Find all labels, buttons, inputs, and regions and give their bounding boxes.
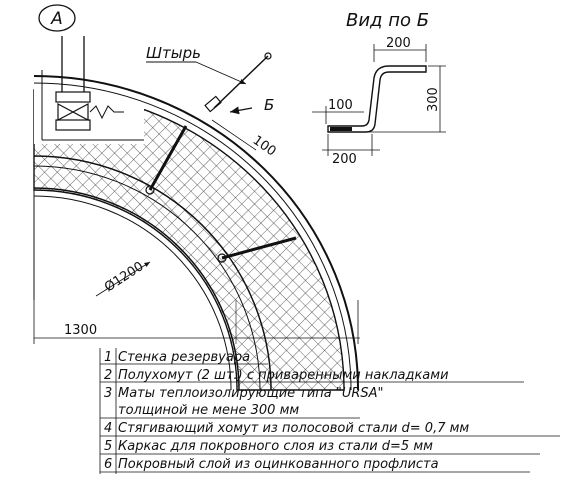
detail-label-text: A (50, 9, 63, 29)
legend-text-1: Стенка резервуара (118, 350, 250, 365)
legend-num-3: 3 (104, 386, 112, 401)
section-arrow: Б (229, 96, 274, 115)
tank-wall-inner-2 (33, 165, 261, 391)
inner-foot-dimension: 100 (312, 98, 364, 124)
insulation-layer (33, 89, 345, 391)
clamp-radial-1 (145, 125, 188, 195)
legend-num-1: 1 (104, 350, 112, 365)
pin-assembly: Штырь (146, 44, 272, 113)
valve-mechanism (33, 36, 144, 300)
detail-label: A (38, 4, 76, 32)
legend-num-2: 2 (104, 368, 112, 383)
legend-text-4: Стягивающий хомут из полосовой стали d= … (118, 421, 469, 436)
legend: 1 Стенка резервуара 2 Полухомут (2 шт.) … (99, 348, 560, 474)
diameter-value: Ø1200 (102, 259, 147, 295)
height-value: 300 (426, 87, 441, 112)
legend-num-6: 6 (104, 457, 112, 472)
bottom-dimension: 1300 (33, 300, 360, 344)
legend-text-6: Покровный слой из оцинкованного профлист… (118, 457, 439, 472)
tank-wall-inner-3 (33, 187, 240, 391)
inner-foot-value: 100 (328, 98, 353, 113)
tank-wall-line-2 (33, 82, 352, 391)
legend-num-5: 5 (104, 439, 112, 454)
bottom-base-dimension: 200 (322, 134, 380, 167)
view-title: Вид по Б (346, 10, 429, 31)
pin-offset-value: 100 (250, 133, 279, 160)
bracket-detail (327, 65, 427, 133)
tank-wall-outer (33, 75, 359, 391)
top-flange-dimension: 200 (373, 36, 427, 62)
top-flange-value: 200 (386, 36, 411, 51)
legend-text-2: Полухомут (2 шт.) с приваренными накладк… (118, 368, 449, 383)
height-dimension: 300 (366, 65, 446, 133)
bottom-value: 1300 (64, 323, 97, 338)
legend-num-4: 4 (104, 421, 112, 436)
legend-text-3b: толщиной не мене 300 мм (118, 403, 299, 418)
bottom-base-value: 200 (332, 152, 357, 167)
pin-label: Штырь (146, 44, 201, 62)
legend-text-3: Маты теплоизолирующие типа "URSA" (118, 386, 384, 401)
tank-wall-inner (33, 155, 272, 391)
diameter-dimension: Ø1200 (95, 259, 151, 297)
legend-text-5: Каркас для покровного слоя из стали d=5 … (118, 439, 433, 454)
section-mark-text: Б (264, 96, 274, 114)
tank-wall-inner-4 (33, 195, 232, 391)
clamp-radial-2 (217, 236, 297, 263)
